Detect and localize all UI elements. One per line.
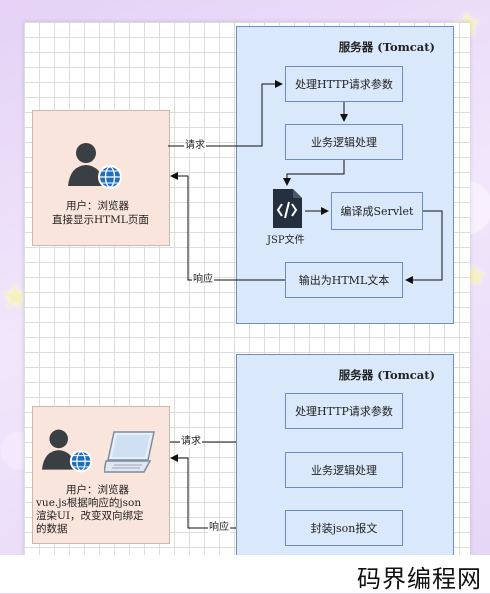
- user-label-line2: 直接显示HTML页面: [52, 214, 149, 226]
- process-http-box: 处理HTTP请求参数: [285, 66, 403, 102]
- watermark-text: 码界编程网: [357, 565, 482, 593]
- user-label-line2: vue.js根据响应的json: [36, 497, 142, 509]
- user-label-line1: 用户：浏览器: [66, 484, 129, 496]
- user-web-icon: [42, 429, 93, 473]
- response-label-2: 响应: [208, 522, 230, 534]
- request-label-1: 请求: [184, 140, 206, 152]
- jsp-file-label: JSP文件: [267, 235, 305, 246]
- server-title: 服务器 (Tomcat): [338, 368, 435, 382]
- response-label-1: 响应: [192, 274, 214, 286]
- user-label-line1: 用户：浏览器: [66, 200, 129, 212]
- watermark-bar: 码界编程网: [0, 555, 490, 593]
- user-label-line4: 的数据: [36, 523, 68, 535]
- laptop-icon: [104, 431, 155, 473]
- output-html-box: 输出为HTML文本: [285, 262, 403, 298]
- user-label-line3: 渲染UI，改变双向绑定: [36, 510, 144, 522]
- compile-servlet-box: 编译成Servlet: [331, 192, 423, 230]
- user-web-icon: [68, 143, 122, 189]
- server-title: 服务器 (Tomcat): [338, 40, 435, 54]
- business-logic-box: 业务逻辑处理: [285, 452, 403, 488]
- jsp-file-icon: [273, 189, 302, 228]
- business-logic-box: 业务逻辑处理: [285, 124, 403, 160]
- request-label-2: 请求: [180, 436, 202, 448]
- diagram-canvas: 服务器 (Tomcat) 处理HTTP请求参数 业务逻辑处理 编译成Servle…: [24, 22, 470, 567]
- wrap-json-box: 封装json报文: [285, 510, 403, 546]
- process-http-box: 处理HTTP请求参数: [285, 393, 403, 429]
- user-browser-box-2: [32, 406, 170, 544]
